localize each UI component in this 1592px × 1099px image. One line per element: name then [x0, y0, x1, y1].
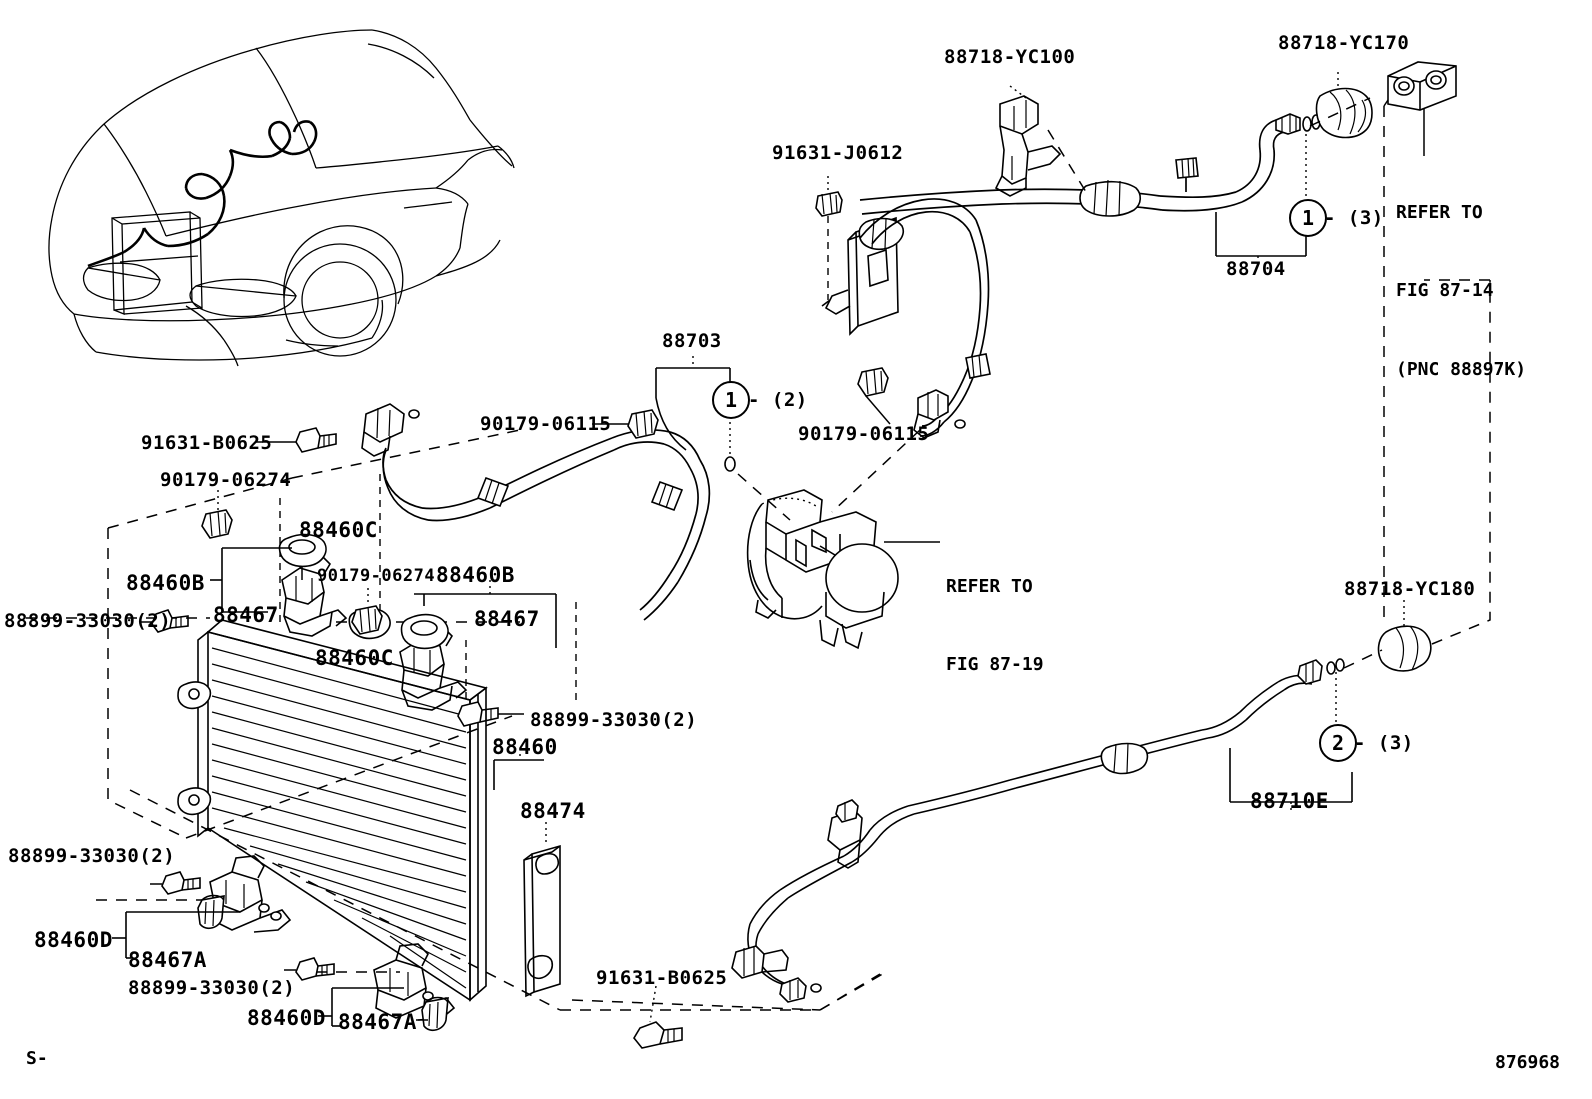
bracket-88467-left-artwork [210, 533, 348, 637]
label-88467-left: 88467 [213, 603, 279, 627]
label-88899-33030-d: 88899-33030(2) [128, 977, 296, 999]
callout-qty-88704: - (3) [1324, 207, 1384, 229]
refer-line-2: FIG 87-14 [1396, 280, 1494, 302]
label-88710e: 88710E [1250, 789, 1329, 813]
label-88460c-upper: 88460C [299, 518, 378, 542]
label-88460c-lower: 88460C [315, 646, 394, 670]
clamp-88718-yc100-artwork [994, 95, 1062, 197]
highlighted-hose-route [87, 120, 318, 268]
label-88467a-upper: 88467A [128, 948, 207, 972]
sheet-mark: S- [26, 1048, 48, 1069]
callout-88704-bracket [1215, 134, 1307, 268]
figure-number: 876968 [1495, 1052, 1561, 1073]
vehicle-illustration [48, 29, 515, 367]
compressor-artwork [746, 489, 940, 650]
label-91631-b0625-top: 91631-B0625 [141, 432, 273, 454]
nut-90179-06274-left-artwork [201, 490, 233, 539]
refer-to-fig-87-19: REFER TO FIG 87-19 [946, 522, 1044, 731]
label-91631-b0625-bottom: 91631-B0625 [596, 967, 728, 989]
label-88460: 88460 [492, 735, 558, 759]
callout-qty-88703: - (2) [748, 389, 808, 411]
refer19-line-1: REFER TO [946, 576, 1033, 598]
label-88460b-right: 88460B [436, 563, 515, 587]
hose-88703-artwork [256, 403, 711, 621]
refer-line-3: (PNC 88897K) [1396, 358, 1527, 380]
assembly-dashed-frame [26, 429, 881, 1011]
label-88460b-left: 88460B [126, 571, 205, 595]
dashed-leader-88703-compressor [737, 473, 791, 521]
label-90179-06274-left: 90179-06274 [160, 469, 292, 491]
label-88474: 88474 [520, 799, 586, 823]
clamp-88718-yc170-artwork [1315, 87, 1373, 139]
label-91631-j0612: 91631-J0612 [772, 142, 904, 164]
callout-circle-1-88703: 1 [712, 381, 750, 419]
fig-87-14-dashed-frame [1383, 99, 1389, 620]
condenser-88460-artwork [177, 619, 544, 1002]
label-88467a-lower: 88467A [338, 1010, 417, 1034]
dashed-leader-yc100 [1047, 129, 1087, 193]
label-88703: 88703 [662, 330, 722, 352]
pipe-end-bottom-artwork [571, 945, 887, 1049]
nut-90179-06115-left-artwork [592, 409, 659, 439]
hose-88704-artwork [859, 113, 1321, 217]
label-88718-yc180: 88718-YC180 [1344, 578, 1476, 600]
nut-90179-06274-right-artwork [351, 588, 383, 635]
vehicle-condenser-outline [111, 211, 203, 315]
label-88460d-lower: 88460D [247, 1006, 326, 1030]
callout-88703-bracket [655, 356, 736, 472]
callout-qty-88710e: - (3) [1354, 732, 1414, 754]
label-88899-33030-c: 88899-33030(2) [8, 845, 176, 867]
dashed-leader-clip-compressor [831, 429, 921, 513]
label-88718-yc100: 88718-YC100 [944, 46, 1076, 68]
bracket-88460d-upper-artwork [112, 855, 292, 959]
label-90179-06274-right: 90179-06274 [317, 566, 436, 586]
label-88704: 88704 [1226, 258, 1286, 280]
pipe-88710e-artwork [747, 658, 1353, 967]
label-88718-yc170: 88718-YC170 [1278, 32, 1410, 54]
refer-to-fig-87-14: REFER TO FIG 87-14 (PNC 88897K) [1396, 148, 1526, 435]
callout-circle-2-88710e: 2 [1319, 724, 1357, 762]
callout-circle-1-88704: 1 [1289, 199, 1327, 237]
liquid-tank-artwork [815, 191, 904, 336]
label-88460d-upper: 88460D [34, 928, 113, 952]
label-88467-right: 88467 [474, 607, 540, 631]
label-leader-lines [414, 72, 1339, 595]
refer19-line-2: FIG 87-19 [946, 654, 1044, 676]
label-90179-06115-right: 90179-06115 [798, 423, 930, 445]
label-88899-33030-b: 88899-33030(2) [530, 709, 698, 731]
clip-90179-06115-right-artwork [857, 367, 966, 439]
label-90179-06115-left: 90179-06115 [480, 413, 612, 435]
clamp-88718-yc180-artwork [1343, 279, 1491, 672]
bolt-88899-33030-upperleft-artwork [140, 609, 189, 633]
label-88899-33030-a: 88899-33030(2) [4, 610, 172, 632]
bracket-fig-87-14-artwork [1387, 61, 1457, 156]
hose-88703-upper-artwork [859, 198, 991, 437]
drier-88474-artwork [523, 822, 561, 998]
refer-line-1: REFER TO [1396, 202, 1483, 224]
bracket-88460d-lower-artwork [284, 943, 456, 1032]
